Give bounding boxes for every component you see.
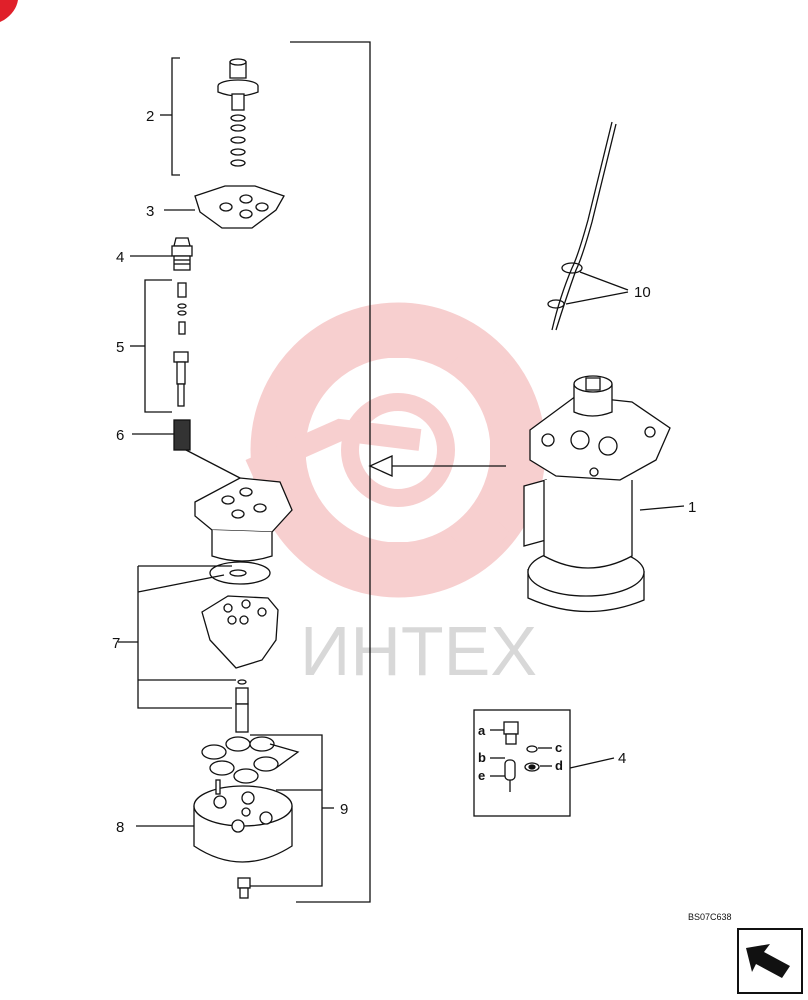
callout-9: 9	[340, 801, 348, 818]
detail-label-c: c	[555, 740, 562, 755]
detail-label-b: b	[478, 750, 486, 765]
next-page-arrow-icon[interactable]	[737, 928, 803, 994]
part-10-harness	[547, 121, 629, 331]
detail-label-e: e	[478, 768, 485, 783]
red-corner-mark-icon	[0, 0, 18, 22]
callout-1: 1	[688, 499, 696, 516]
callout-2: 2	[146, 108, 154, 125]
detail-label-a: a	[478, 723, 486, 738]
detail-label-d: d	[555, 758, 563, 773]
callout-4: 4	[116, 249, 124, 266]
callout-7: 7	[112, 635, 120, 652]
callout-5: 5	[116, 339, 124, 356]
drawing-code: BS07C638	[688, 912, 732, 922]
watermark-text: ИНТЕХ	[300, 612, 537, 690]
part-6-spring	[132, 419, 241, 479]
part-1-motor-assembly	[523, 375, 685, 613]
part-4-detail-box	[473, 709, 615, 817]
part-7-group	[118, 561, 279, 733]
part-8-lower-body	[136, 779, 293, 863]
part-3-gasket	[164, 185, 285, 229]
callout-4-detail: 4	[618, 750, 626, 767]
callout-6: 6	[116, 427, 124, 444]
watermark-logo	[245, 302, 546, 598]
callout-8: 8	[116, 819, 124, 836]
part-5-spool-set	[130, 279, 189, 413]
callout-3: 3	[146, 203, 154, 220]
part-2-valve-cartridge	[160, 57, 259, 176]
part-4-plug	[130, 237, 193, 271]
assembly-bracket	[290, 41, 506, 903]
callout-10: 10	[634, 284, 651, 301]
part-9-shims	[201, 734, 334, 899]
valve-body-top	[194, 477, 293, 562]
